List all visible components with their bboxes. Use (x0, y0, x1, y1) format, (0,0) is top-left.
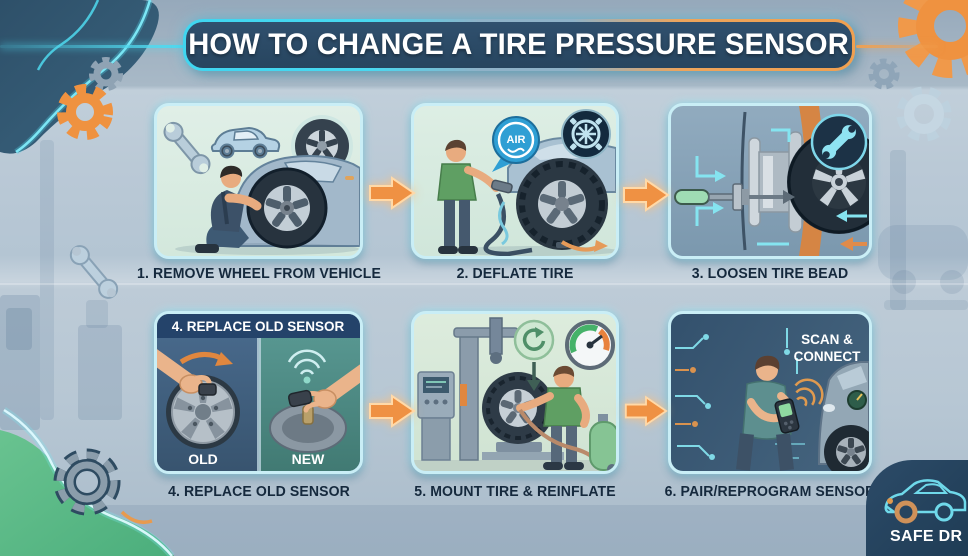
bottom-left-blob-decor (0, 407, 175, 556)
flow-arrow-icon (624, 395, 668, 427)
escape-air-arrowhead (594, 240, 608, 252)
tpms-badge-icon (561, 109, 611, 159)
new-sensor-hand (287, 364, 360, 413)
fender-line (740, 111, 747, 251)
step-3-caption: 3. LOOSEN TIRE BEAD (691, 266, 849, 282)
step-4-panel: 4. REPLACE OLD SENSOR (154, 311, 363, 474)
step-1-caption: 1. REMOVE WHEEL FROM VEHICLE (137, 266, 381, 282)
title-connector-cyan (0, 45, 185, 48)
car-icon (210, 126, 281, 159)
air-bubble-label: AIR (507, 134, 526, 146)
lift-base-silhouette (884, 300, 968, 310)
wifi-signal-icon (287, 349, 327, 384)
rotate-arrowhead (215, 352, 233, 366)
alignment-arrowheads (713, 170, 847, 222)
garage-machine-detail (6, 308, 32, 350)
headlight-dot (887, 498, 893, 504)
deflate-squiggle (498, 201, 509, 246)
lifted-car-wheel (940, 270, 964, 294)
orange-squiggle-decor (120, 510, 153, 525)
old-sensor-hand (157, 349, 217, 396)
air-hose (483, 193, 533, 256)
down-arrowhead (527, 380, 541, 391)
small-gray-gear-icon (89, 57, 123, 91)
scan-connect-line2: CONNECT (794, 349, 862, 364)
flow-arrow-icon (623, 178, 670, 212)
alignment-arrows (695, 128, 867, 246)
safe-driving-badge: SAFE DR (866, 460, 968, 556)
outlined-gear-icon (53, 448, 121, 516)
light-gear-icon (896, 86, 952, 142)
garage-cabinet-silhouette (78, 325, 122, 420)
step-5-caption: 5. MOUNT TIRE & REINFLATE (414, 484, 616, 500)
divider (257, 338, 261, 471)
new-label: NEW (292, 451, 325, 467)
step-5-panel (411, 311, 619, 474)
top-right-gears-decor (868, 0, 968, 142)
flow-arrow-icon (369, 394, 416, 428)
orange-gear-icon (57, 84, 113, 140)
step-2-caption: 2. DEFLATE TIRE (456, 266, 574, 282)
big-orange-gear-icon (898, 0, 968, 78)
step-6-panel: SCAN & CONNECT (668, 311, 872, 474)
step-2-panel: AIR (411, 103, 619, 259)
new-wheel (269, 403, 347, 453)
old-label: OLD (188, 451, 218, 467)
balancer-console (417, 371, 455, 461)
step-5-illustration (414, 317, 616, 471)
wrench-outline-icon (69, 245, 119, 299)
garage-pillar-silhouette (40, 140, 54, 420)
old-wheel (166, 375, 240, 449)
floor (414, 460, 616, 471)
pressure-gauge-icon (565, 320, 615, 370)
mechanic-figure (195, 165, 262, 253)
step-3-panel (668, 103, 872, 259)
scan-tool-device (774, 398, 800, 434)
safe-driving-label: SAFE DR (890, 528, 963, 545)
lifted-car-wheel (892, 270, 916, 294)
step-4-caption: 4. REPLACE OLD SENSOR (168, 484, 350, 500)
wall-floor-divider (0, 283, 968, 285)
press-arrowhead (840, 237, 853, 251)
garage-cabinet-top (86, 300, 108, 328)
panel4-banner-label: 4. REPLACE OLD SENSOR (172, 319, 345, 334)
scan-connect-line1: SCAN & (801, 332, 853, 347)
wrench-icon (163, 121, 211, 175)
top-left-gears-decor (57, 57, 123, 140)
step-2-illustration: AIR (437, 109, 616, 256)
garage-machine-silhouette (0, 295, 40, 430)
step-1-illustration (163, 115, 360, 255)
technician-figure (516, 365, 590, 470)
lift-post-silhouette (890, 150, 906, 310)
car-outline-icon (884, 479, 967, 524)
wrench-badge-icon (810, 113, 868, 171)
lifted-car-silhouette (878, 225, 968, 280)
person-figure (437, 139, 500, 254)
flow-arrow-icon (369, 176, 416, 210)
title-banner: HOW TO CHANGE A TIRE PRESSURE SENSOR (183, 19, 855, 71)
panel4-banner (157, 314, 360, 338)
mount-direction-icon (513, 319, 555, 361)
pair-signal-icon (794, 378, 824, 407)
small-slate-gear-icon (868, 58, 900, 90)
air-bubble: AIR (492, 116, 540, 172)
step-1-panel (154, 103, 363, 259)
car-wheel-orange (894, 500, 918, 524)
tire (516, 158, 608, 250)
step-3-illustration (674, 106, 869, 256)
bead-breaker-tool (674, 183, 795, 211)
tire-machine (453, 317, 564, 461)
step-6-caption: 6. PAIR/REPROGRAM SENSOR (664, 484, 876, 500)
step-4-illustration: 4. REPLACE OLD SENSOR (157, 314, 360, 471)
compressor-tank (589, 414, 616, 471)
car-front (817, 361, 869, 471)
page-title: HOW TO CHANGE A TIRE PRESSURE SENSOR (188, 28, 850, 61)
title-connector-orange (856, 45, 938, 48)
car-wheel (246, 167, 328, 249)
step-6-illustration: SCAN & CONNECT (675, 328, 869, 471)
air-nozzle (490, 179, 513, 194)
